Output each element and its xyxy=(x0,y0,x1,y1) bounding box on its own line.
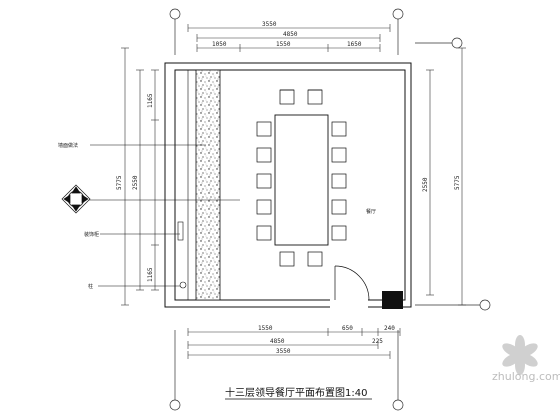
drawing-title: 十三层领导餐厅平面布置图1:40 xyxy=(225,386,367,399)
structural-column xyxy=(382,291,403,309)
dim-right-total: 5775 xyxy=(454,175,461,190)
bottom-dimension-chain xyxy=(187,328,401,359)
watermark-text: zhulong.com xyxy=(492,370,560,383)
dim-top-a: 1050 xyxy=(212,41,227,48)
label-room-name: 餐厅 xyxy=(366,208,376,215)
dim-left-a: 1165 xyxy=(147,93,154,108)
dim-top-c: 1650 xyxy=(347,41,362,48)
dim-top-b: 1550 xyxy=(276,41,291,48)
label-column: 柱 xyxy=(88,283,93,290)
label-wall-finish: 墙面做法 xyxy=(58,142,78,149)
chair-bottom-left xyxy=(279,251,295,267)
dim-top-total: 3550 xyxy=(262,21,277,28)
dim-bottom-total: 3550 xyxy=(276,348,291,355)
right-dimension-chain xyxy=(426,47,466,306)
cabinet-unit xyxy=(177,221,184,241)
axis-bubbles xyxy=(169,8,491,411)
elevation-symbol xyxy=(61,184,91,214)
door-opening xyxy=(330,296,368,310)
walls xyxy=(164,62,412,308)
dim-top-mid: 4850 xyxy=(283,31,298,38)
label-cabinet: 装饰柜 xyxy=(84,231,99,238)
chair-top-left xyxy=(279,89,295,105)
dim-left-total: 5775 xyxy=(116,175,123,190)
dim-bottom-c: 240 xyxy=(384,325,395,332)
dim-left-b: 1165 xyxy=(147,267,154,282)
chair-top-right xyxy=(307,89,323,105)
watermark-logo-icon xyxy=(502,335,538,375)
dim-bottom-a: 1550 xyxy=(258,325,273,332)
dim-bottom-sub: 225 xyxy=(372,338,383,345)
top-dimension-chain xyxy=(187,24,391,52)
dim-right-mid: 2550 xyxy=(422,177,429,192)
decorative-wall-panel xyxy=(195,69,221,301)
column-symbol xyxy=(179,281,187,289)
dim-bottom-mid: 4850 xyxy=(270,338,285,345)
dim-left-mid: 2550 xyxy=(132,175,139,190)
door-swing xyxy=(334,265,370,301)
dining-table xyxy=(274,114,329,246)
chair-bottom-right xyxy=(307,251,323,267)
leaders xyxy=(88,144,240,287)
left-dimension-chain xyxy=(121,47,159,306)
dim-bottom-b: 650 xyxy=(342,325,353,332)
chairs xyxy=(256,89,347,267)
